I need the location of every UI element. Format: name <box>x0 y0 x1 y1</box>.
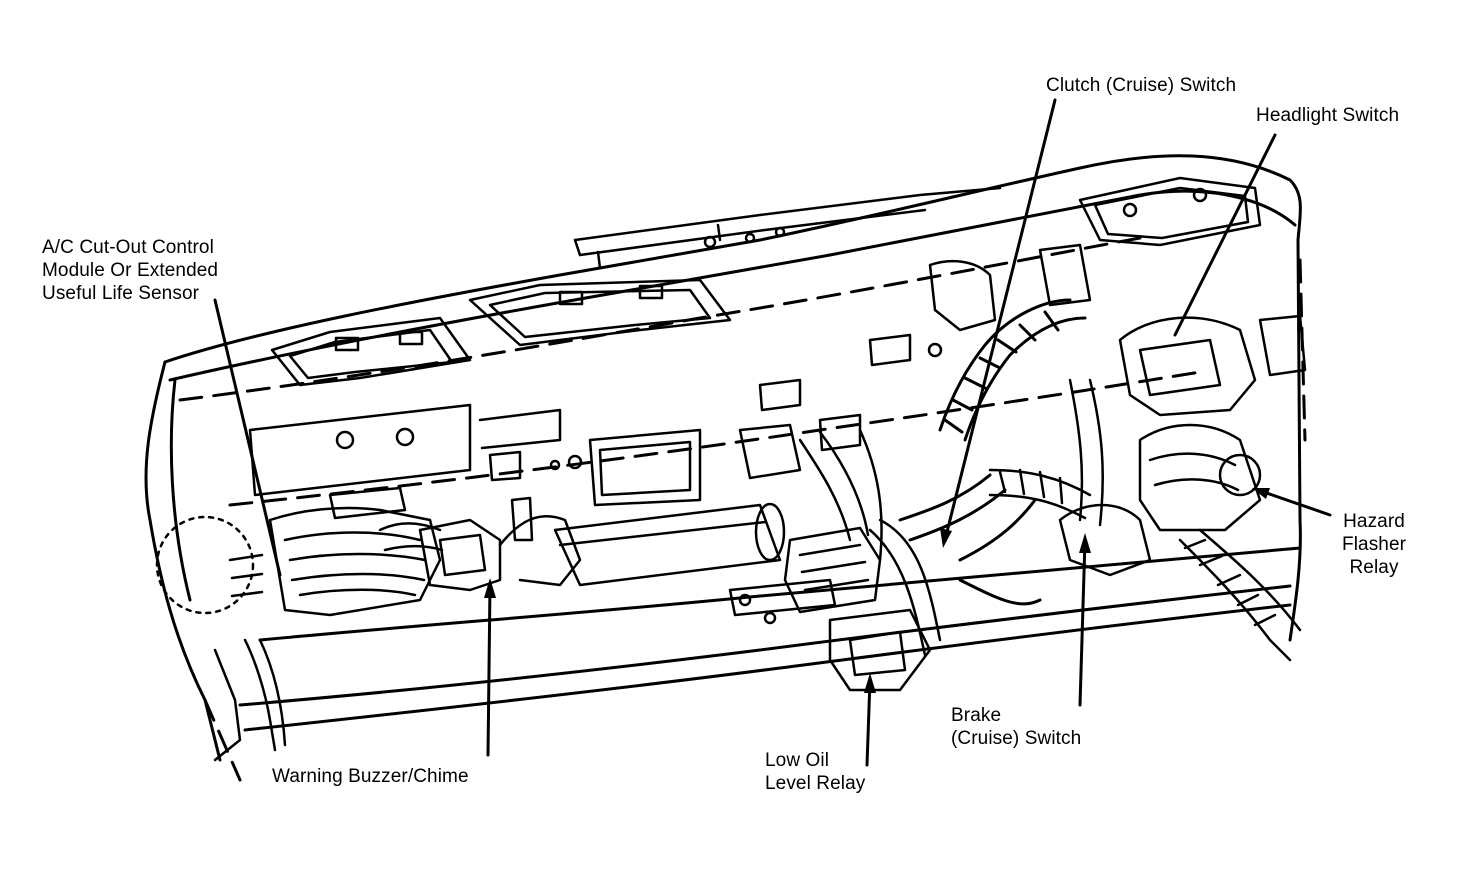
leader-headlight-switch <box>1173 133 1277 337</box>
leader-clutch-switch <box>943 98 1057 542</box>
arrowhead-brake-switch <box>1079 533 1091 553</box>
headlight-switch-assembly <box>928 243 1307 417</box>
leader-ac-module <box>213 298 282 577</box>
label-hazard-relay-line1: Hazard <box>1343 511 1405 532</box>
label-hazard-relay-line3: Relay <box>1349 557 1399 578</box>
top-vent-center <box>468 278 732 347</box>
label-warning-buzzer-line1: Warning Buzzer/Chime <box>272 766 469 787</box>
leader-arrowheads <box>484 488 1270 693</box>
leader-warning-buzzer <box>486 583 492 757</box>
label-low-oil-relay-line1: Low Oil <box>765 750 830 771</box>
label-headlight-switch-line1: Headlight Switch <box>1256 105 1400 126</box>
label-brake-switch: Brake (Cruise) Switch <box>951 704 1081 750</box>
label-clutch-switch: Clutch (Cruise) Switch <box>1046 74 1236 97</box>
top-bracket <box>573 186 1002 270</box>
hazard-relay-assembly <box>1138 423 1262 532</box>
leader-low-oil-relay <box>865 678 872 767</box>
arrowhead-warning-buzzer <box>484 578 496 598</box>
central-duct <box>553 502 786 587</box>
leader-lines <box>213 98 1332 767</box>
label-brake-switch-line2: (Cruise) Switch <box>951 728 1082 749</box>
label-low-oil-relay-line2: Level Relay <box>765 773 866 794</box>
top-vent-left <box>270 316 472 387</box>
label-clutch-switch-line1: Clutch (Cruise) Switch <box>1046 75 1237 96</box>
label-hazard-relay: Hazard Flasher Relay <box>1342 510 1406 579</box>
warning-buzzer-assembly <box>378 496 582 592</box>
label-warning-buzzer: Warning Buzzer/Chime <box>272 765 469 788</box>
leader-hazard-relay <box>1256 488 1332 517</box>
label-ac-module: A/C Cut-Out Control Module Or Extended U… <box>42 236 218 305</box>
label-hazard-relay-line2: Flasher <box>1342 534 1407 555</box>
label-low-oil-relay: Low Oil Level Relay <box>765 749 865 795</box>
arrowhead-clutch-switch <box>940 528 952 548</box>
leader-brake-switch <box>1078 538 1087 707</box>
label-headlight-switch: Headlight Switch <box>1256 104 1399 127</box>
top-vent-right <box>1078 176 1262 247</box>
label-brake-switch-line1: Brake <box>951 705 1002 726</box>
label-ac-module-line1: A/C Cut-Out Control <box>42 237 214 258</box>
dashboard-shell <box>144 154 1302 762</box>
low-oil-relay-assembly <box>728 423 942 692</box>
arrowhead-low-oil-relay <box>864 673 876 693</box>
label-ac-module-line3: Useful Life Sensor <box>42 283 200 304</box>
arrowhead-hazard-relay <box>1252 488 1270 499</box>
label-ac-module-line2: Module Or Extended <box>42 260 219 281</box>
twisted-harness-lower <box>988 378 1302 662</box>
ac-module-assembly <box>155 486 442 762</box>
cluster-openings <box>248 333 943 507</box>
